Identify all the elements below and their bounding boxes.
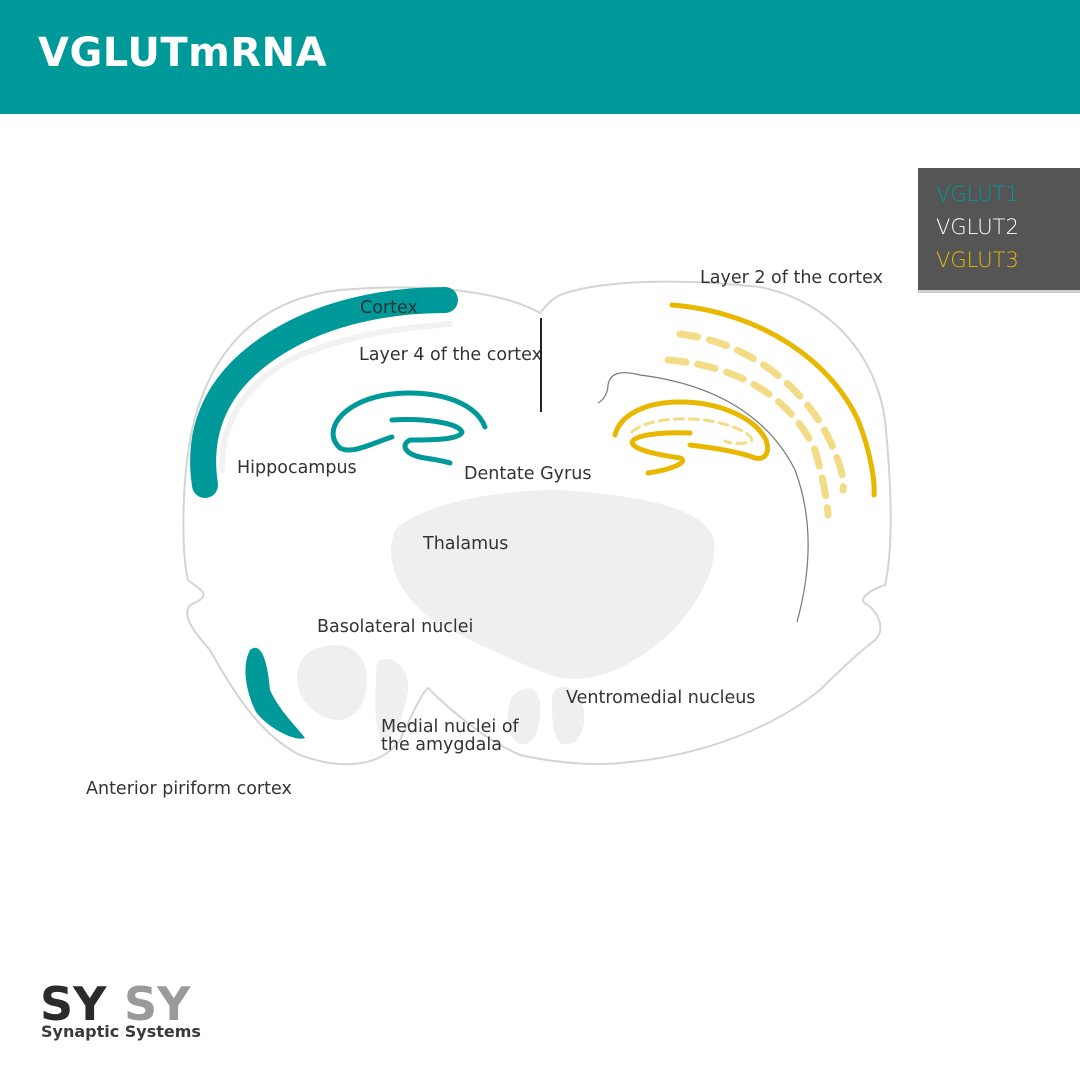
label-medial-amygdala-line1: Medial nuclei of [381,717,519,737]
logo-mark-right: SY [124,978,191,1031]
label-medial-amygdala-line2: the amygdala [381,735,502,755]
legend-box: VGLUT1 VGLUT2 VGLUT3 [918,168,1080,290]
logo-mark-left: SY [40,978,107,1031]
legend-item-vglut2: VGLUT2 [936,215,1019,239]
header-bar: VGLUTmRNA [0,0,1080,114]
vglut1-piriform [245,647,305,739]
basolateral-region [297,644,367,720]
label-layer4-cortex: Layer 4 of the cortex [359,345,542,365]
ventromedial-region-left [507,688,541,745]
brain-outline [182,280,892,766]
legend-item-vglut3: VGLUT3 [936,248,1019,272]
label-ventromedial-nucleus: Ventromedial nucleus [566,688,756,708]
thalamus-region [391,490,715,679]
sysy-logo: SY SY [40,978,191,1031]
label-cortex: Cortex [360,298,418,318]
logo-company-name: Synaptic Systems [41,1022,201,1041]
label-thalamus: Thalamus [423,534,509,554]
vglut3-layer2 [669,302,877,498]
page-title: VGLUTmRNA [38,30,328,76]
vglut3-hippocampus-dashed [630,417,754,445]
medial-amygdala-region [375,659,409,740]
label-layer2-cortex: Layer 2 of the cortex [700,268,883,288]
vglut3-dentate-gyrus [629,430,693,476]
vglut1-cortex-inner-line [218,321,453,473]
label-dentate-gyrus: Dentate Gyrus [464,464,592,484]
vglut3-dashed-inner [664,356,832,519]
vglut3-dashed-outer [676,330,847,494]
vglut1-dentate-gyrus [389,417,465,466]
vglut1-cortex-band [190,287,458,498]
label-anterior-piriform-cortex: Anterior piriform cortex [86,779,292,799]
vglut3-hippocampus [612,399,771,461]
vglut1-hippocampus [330,390,488,453]
label-basolateral-nuclei: Basolateral nuclei [317,617,474,637]
ventricle-line [597,372,809,623]
label-hippocampus: Hippocampus [237,458,357,478]
ventromedial-region-right [552,686,585,745]
legend-item-vglut1: VGLUT1 [936,182,1019,206]
